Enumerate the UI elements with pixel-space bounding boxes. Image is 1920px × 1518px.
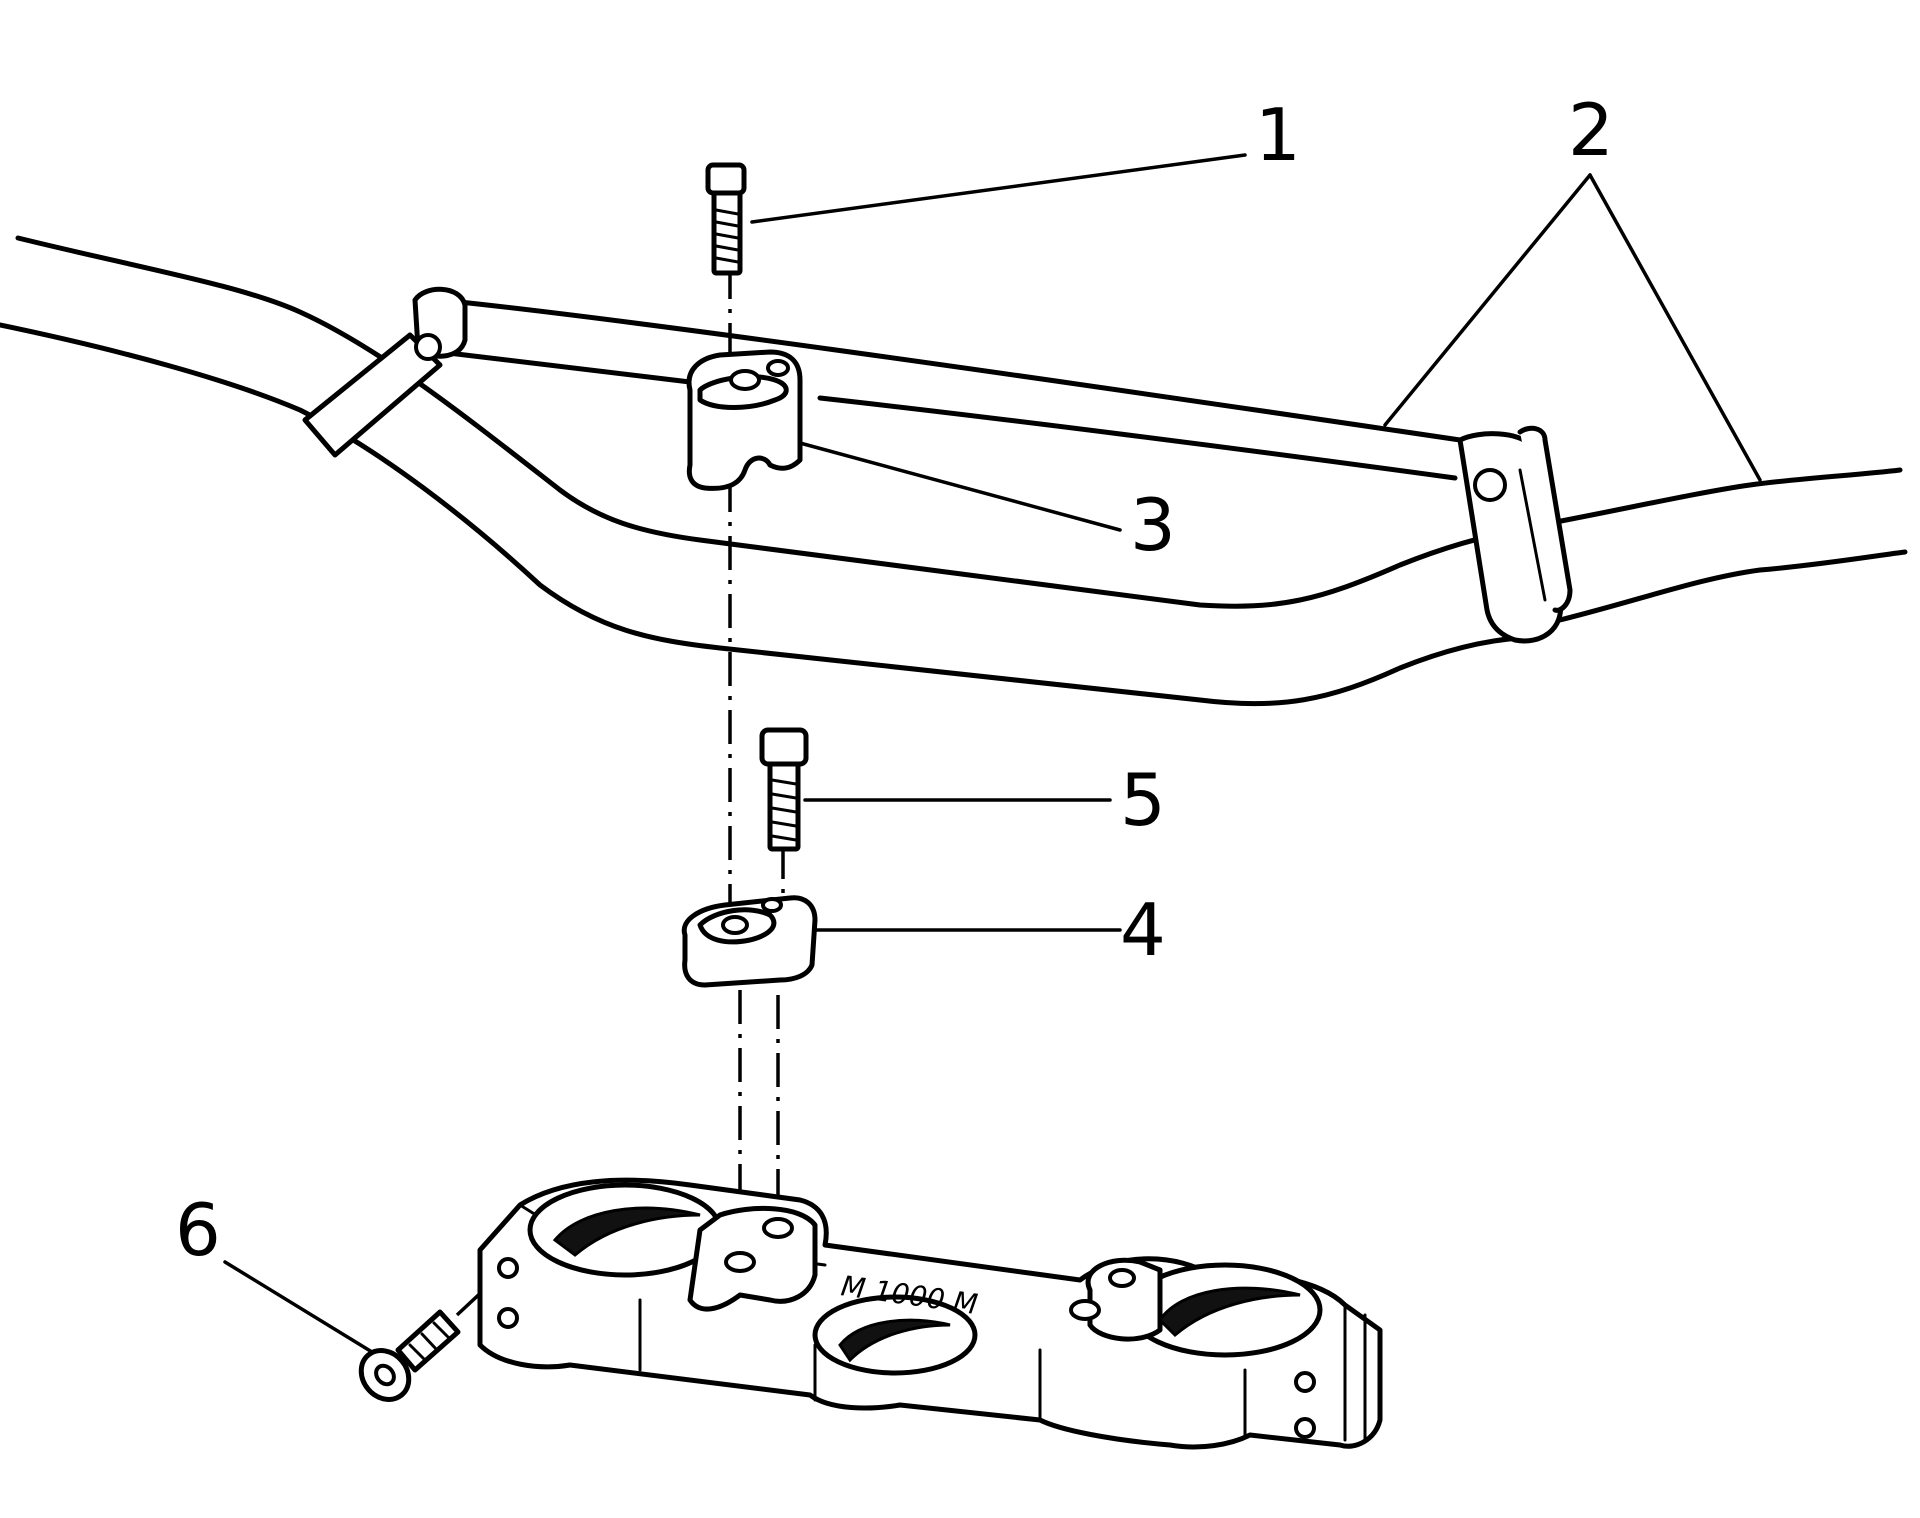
callout-6: 6 <box>175 1188 221 1272</box>
callout-numbers: 1 2 3 5 4 6 <box>175 88 1614 1272</box>
triple-clamp: M 1000 M <box>477 1177 1383 1450</box>
leader-lines <box>223 153 1762 1354</box>
bolt-part-5 <box>759 727 809 852</box>
bolt-part-1 <box>705 162 747 276</box>
callout-2: 2 <box>1568 88 1614 172</box>
crossbar-left-clamp <box>302 286 468 458</box>
upper-clamp-part-3 <box>686 349 803 491</box>
handlebar <box>0 235 1908 707</box>
lower-clamp-part-4 <box>681 895 818 988</box>
callout-5: 5 <box>1120 758 1166 842</box>
callout-1: 1 <box>1255 93 1301 177</box>
bolt-part-6 <box>358 1309 461 1402</box>
callout-3: 3 <box>1130 483 1176 567</box>
crossbar-right-clamp <box>1457 425 1573 644</box>
callout-4: 4 <box>1120 888 1166 972</box>
crossbar-brace <box>302 286 1573 644</box>
